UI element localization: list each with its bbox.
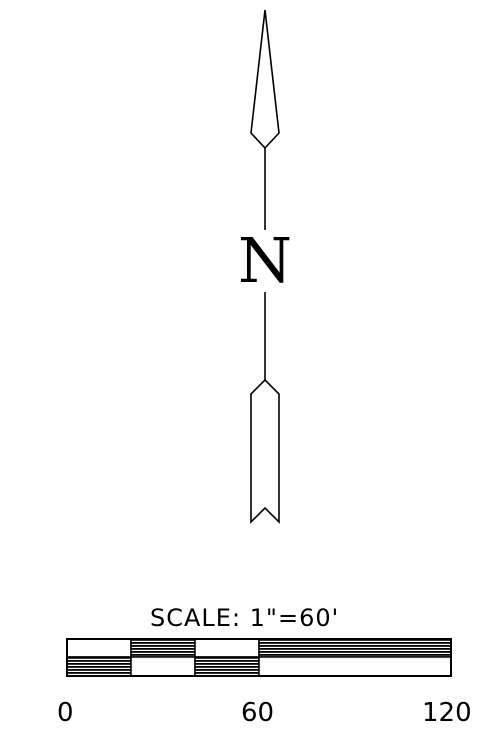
scale-segment [66, 656, 132, 677]
scale-segment [258, 638, 452, 658]
scale-tick-label: 120 [422, 698, 472, 728]
scale-segment [66, 638, 132, 658]
scale-title: SCALE: 1"=60' [150, 604, 340, 632]
north-letter: N [237, 224, 293, 297]
scale-tick-label: 60 [241, 698, 275, 728]
scale-segment [258, 656, 452, 677]
scale-border [66, 638, 452, 677]
scale-segment [130, 638, 196, 658]
north-arrow-tail [250, 378, 280, 524]
scale-segment [194, 638, 260, 658]
scale-segment [130, 656, 196, 677]
scale-tick-label: 0 [57, 698, 74, 728]
scale-segment [194, 656, 260, 677]
